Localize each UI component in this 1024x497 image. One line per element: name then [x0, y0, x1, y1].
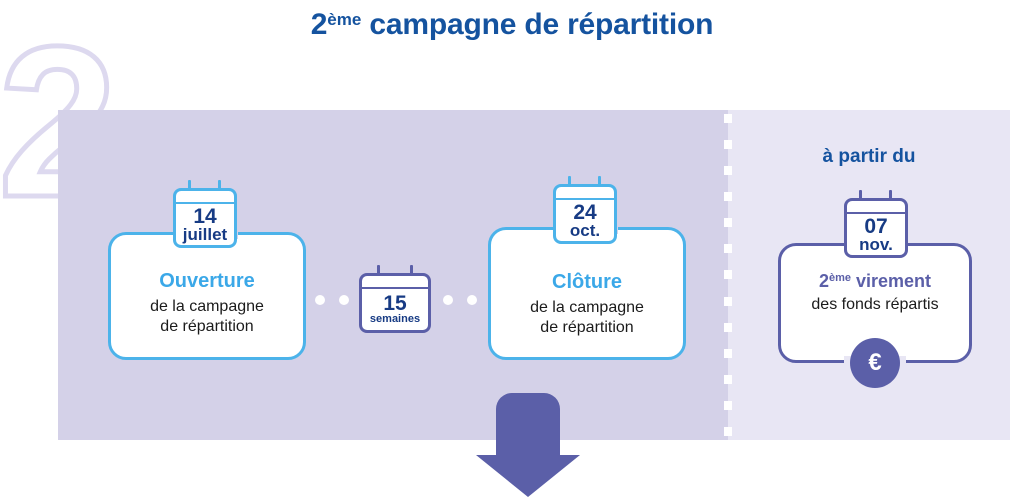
calendar-day-virement: 07 [864, 215, 888, 238]
payment-start-label: à partir du [822, 146, 916, 167]
step-card-cloture-line1: de la campagne [530, 298, 644, 316]
payment-card-subtitle: des fonds répartis [811, 296, 939, 314]
euro-coin-icon: € [850, 338, 900, 388]
calendar-icon-ouverture: 14 juillet [173, 180, 237, 248]
step-card-ouverture-heading: Ouverture [159, 270, 255, 292]
calendar-day-cloture: 24 [573, 201, 597, 224]
calendar-month-ouverture: juillet [182, 225, 228, 244]
page-title-ordinal-suffix: ème [327, 10, 362, 29]
perforated-divider-icon [722, 110, 734, 440]
page-title-text: campagne de répartition [361, 8, 714, 41]
step-card-ouverture-body: Ouverture de la campagne de répartition [111, 269, 303, 336]
connector-dots-right-icon [443, 295, 477, 305]
calendar-day-ouverture: 14 [193, 205, 217, 228]
page-title-number: 2 [310, 8, 328, 41]
calendar-header-bar [556, 198, 614, 200]
calendar-body: 07 nov. [844, 198, 908, 258]
payment-heading-number: 2 [818, 271, 829, 291]
calendar-month-cloture: oct. [569, 221, 601, 240]
calendar-body: 14 juillet [173, 188, 237, 248]
step-card-cloture-body: Clôture de la campagne de répartition [491, 270, 683, 337]
euro-symbol: € [868, 349, 882, 376]
calendar-icon-virement: 07 nov. [844, 190, 908, 258]
duration-badge-15-semaines: 15 semaines [359, 265, 431, 333]
step-card-cloture: Clôture de la campagne de répartition [488, 225, 686, 360]
page-title: 2ème campagne de répartition [0, 8, 1024, 42]
duration-badge-header-bar [362, 287, 428, 289]
step-card-ouverture: Ouverture de la campagne de répartition [108, 230, 306, 360]
calendar-icon-cloture: 24 oct. [553, 176, 617, 244]
duration-badge-body: 15 semaines [359, 273, 431, 333]
duration-unit: semaines [369, 313, 421, 325]
payment-card-heading: 2ème virement [781, 270, 969, 292]
step-card-ouverture-line1: de la campagne [150, 297, 264, 315]
calendar-header-bar [847, 212, 905, 214]
calendar-month-virement: nov. [859, 235, 893, 254]
calendar-body: 24 oct. [553, 184, 617, 244]
payment-card-virement: 2ème virement des fonds répartis [778, 241, 972, 365]
connector-dots-left-icon [315, 295, 349, 305]
arrow-down-icon [476, 393, 580, 497]
payment-heading-ordinal-suffix: ème [828, 272, 851, 284]
duration-value: 15 [383, 292, 407, 315]
step-card-ouverture-line2: de répartition [160, 317, 254, 335]
payment-card-body: 2ème virement des fonds répartis [781, 270, 969, 315]
payment-heading-text: virement [851, 271, 932, 291]
step-card-cloture-line2: de répartition [540, 318, 634, 336]
calendar-header-bar [176, 202, 234, 204]
step-card-cloture-heading: Clôture [552, 271, 622, 293]
